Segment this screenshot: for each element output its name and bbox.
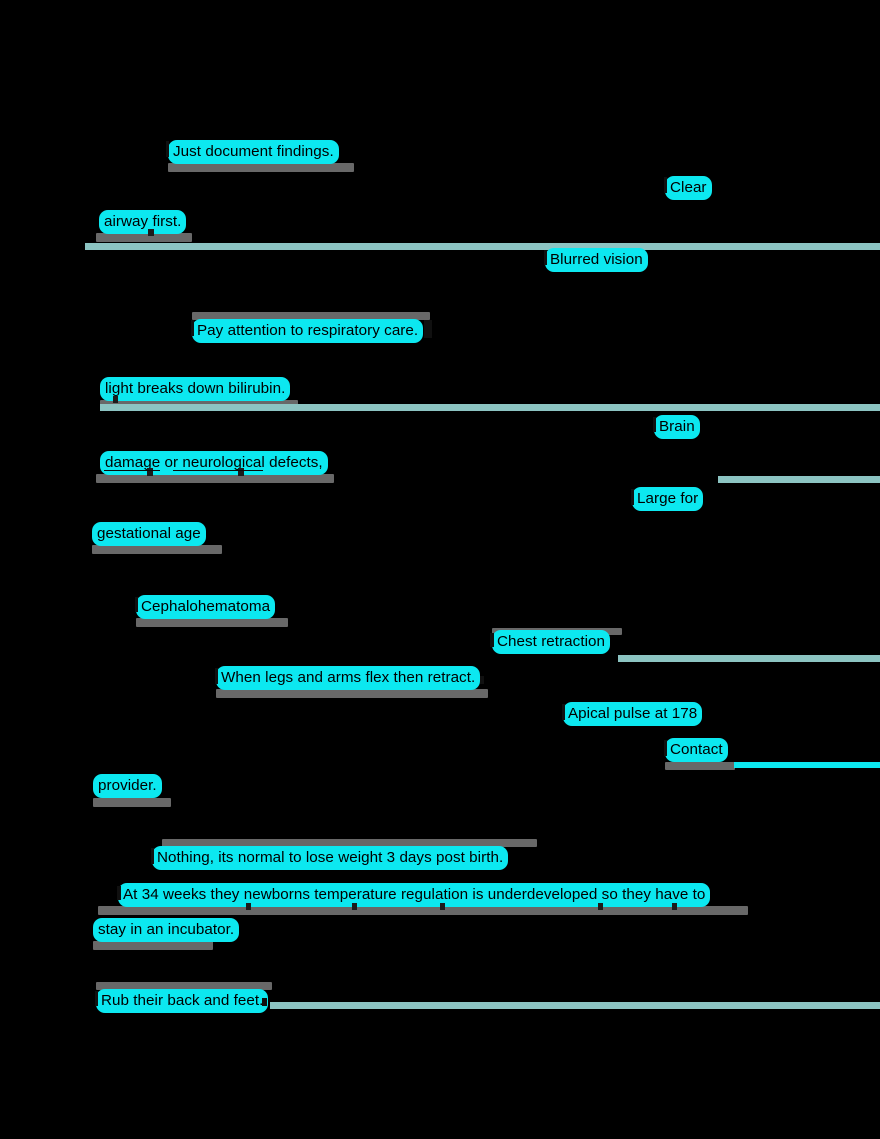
edge-mark bbox=[562, 704, 565, 720]
highlighted-text[interactable]: Cephalohematoma bbox=[136, 595, 276, 619]
highlighted-text[interactable]: Brain bbox=[654, 415, 700, 439]
edge-mark bbox=[166, 141, 169, 157]
highlighted-text[interactable]: Chest retraction bbox=[492, 630, 611, 654]
word-underline bbox=[104, 470, 160, 471]
muted-rule bbox=[270, 1002, 880, 1009]
descender-artifact bbox=[246, 903, 251, 910]
edge-mark bbox=[664, 177, 667, 193]
edge-mark bbox=[135, 597, 138, 612]
highlighted-text[interactable]: Contact bbox=[665, 738, 728, 762]
highlighted-text[interactable]: When legs and arms flex then retract. bbox=[216, 666, 481, 690]
highlighted-text[interactable]: Pay attention to respiratory care. bbox=[192, 319, 424, 343]
highlighted-text[interactable]: Large for bbox=[632, 487, 704, 511]
muted-rule bbox=[718, 476, 880, 483]
edge-mark bbox=[191, 320, 194, 336]
highlighted-text[interactable]: damage or neurological defects, bbox=[100, 451, 328, 475]
muted-rule bbox=[100, 404, 880, 411]
edge-mark bbox=[631, 489, 634, 505]
descender-artifact bbox=[598, 903, 603, 910]
ghost-band bbox=[216, 689, 488, 698]
edge-mark bbox=[151, 848, 154, 864]
ghost-band bbox=[136, 618, 288, 627]
highlighted-text[interactable]: Just document findings. bbox=[168, 140, 339, 164]
bright-rule bbox=[734, 762, 880, 768]
edge-mark bbox=[117, 886, 121, 900]
edge-mark bbox=[653, 417, 656, 432]
edge-mark bbox=[490, 633, 494, 647]
edge-mark bbox=[544, 250, 547, 265]
highlighted-text[interactable]: Blurred vision bbox=[545, 248, 648, 272]
edge-mark bbox=[95, 991, 98, 1006]
highlighted-text[interactable]: provider. bbox=[93, 774, 162, 798]
highlighted-text[interactable]: stay in an incubator. bbox=[93, 918, 240, 942]
edge-mark bbox=[424, 320, 432, 338]
ghost-band bbox=[168, 163, 354, 172]
highlighted-text[interactable]: Rub their back and feet. bbox=[96, 989, 269, 1013]
edge-mark bbox=[215, 668, 218, 684]
ghost-band bbox=[162, 839, 537, 847]
edge-mark bbox=[262, 998, 267, 1006]
highlighted-text[interactable]: Nothing, its normal to lose weight 3 day… bbox=[152, 846, 509, 870]
descender-artifact bbox=[440, 903, 445, 910]
muted-rule bbox=[618, 655, 880, 662]
descender-artifact bbox=[238, 468, 244, 476]
word-underline bbox=[173, 470, 263, 471]
edge-mark bbox=[480, 676, 484, 684]
descender-artifact bbox=[672, 903, 677, 910]
descender-artifact bbox=[148, 229, 154, 236]
ghost-band bbox=[93, 798, 171, 807]
ghost-band bbox=[93, 941, 213, 950]
highlighted-text[interactable]: airway first. bbox=[99, 210, 187, 234]
ghost-band bbox=[96, 233, 192, 242]
highlighted-text[interactable]: gestational age bbox=[92, 522, 206, 546]
ghost-band bbox=[192, 312, 430, 320]
muted-rule bbox=[85, 243, 880, 250]
descender-artifact bbox=[113, 396, 118, 403]
highlighted-text[interactable]: light breaks down bilirubin. bbox=[100, 377, 291, 401]
ghost-band bbox=[665, 762, 735, 770]
highlighted-text[interactable]: Clear bbox=[665, 176, 712, 200]
edge-mark bbox=[664, 740, 667, 756]
ghost-band bbox=[92, 545, 222, 554]
descender-artifact bbox=[147, 468, 153, 476]
ghost-band bbox=[96, 474, 334, 483]
ghost-band bbox=[98, 906, 748, 915]
highlighted-text[interactable]: At 34 weeks they newborns temperature re… bbox=[118, 883, 711, 907]
descender-artifact bbox=[352, 903, 357, 910]
ghost-band bbox=[96, 982, 272, 990]
highlighted-text[interactable]: Apical pulse at 178 bbox=[563, 702, 703, 726]
